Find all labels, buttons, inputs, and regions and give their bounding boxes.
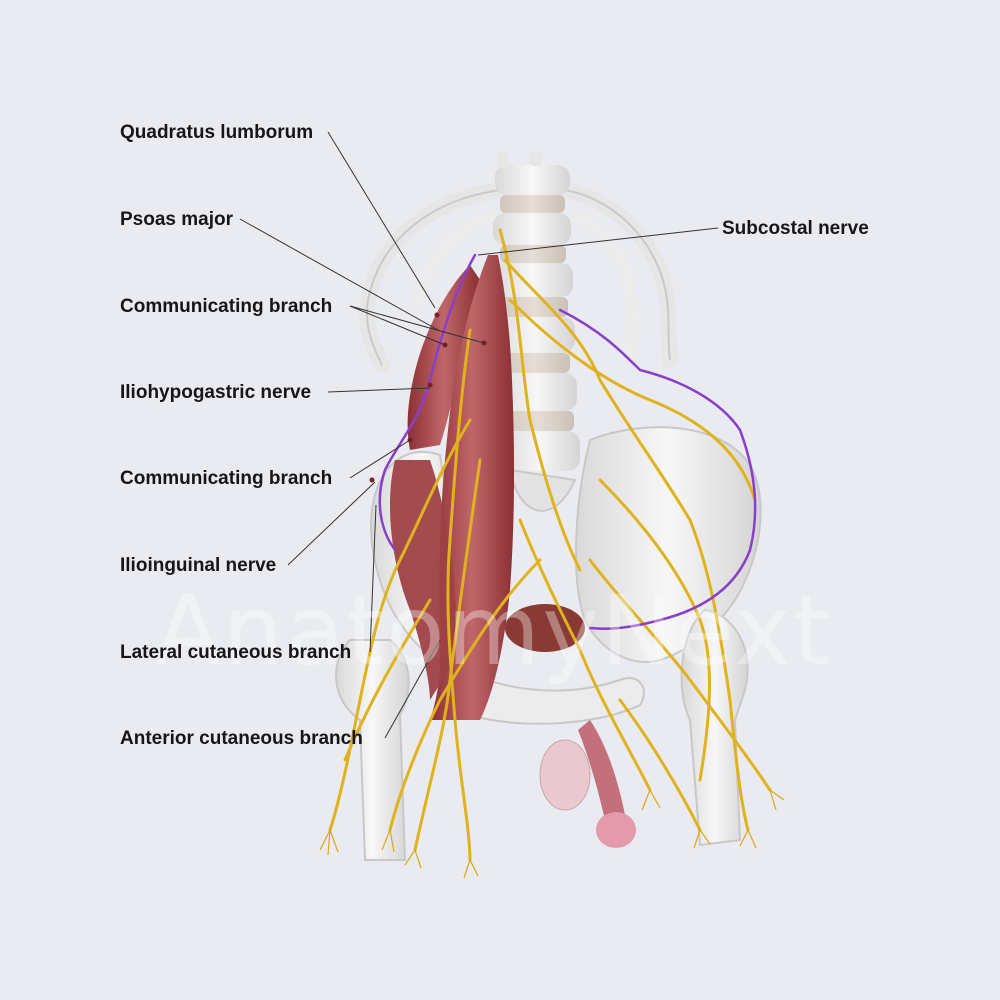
ribs (359, 182, 678, 373)
label-psoas-major: Psoas major (120, 209, 233, 230)
label-anterior-cutaneous-branch: Anterior cutaneous branch (120, 728, 363, 749)
label-subcostal-nerve: Subcostal nerve (722, 218, 869, 239)
external-genitalia (505, 604, 636, 848)
label-lateral-cutaneous-branch: Lateral cutaneous branch (120, 642, 352, 663)
label-communicating-branch-lower: Communicating branch (120, 468, 333, 489)
watermark: AnatomyNext (155, 575, 833, 687)
label-quadratus-lumborum: Quadratus lumborum (120, 122, 314, 143)
label-iliohypogastric-nerve: Iliohypogastric nerve (120, 382, 312, 403)
quadratus-lumborum-muscle (407, 265, 480, 450)
subcostal-nerve-path (378, 253, 757, 630)
leader-lines (239, 131, 719, 739)
label-communicating-branch-upper: Communicating branch (120, 296, 333, 317)
lumbar-plexus-nerves (328, 228, 772, 862)
label-ilioinguinal-nerve: Ilioinguinal nerve (120, 555, 277, 576)
fine-nerve-branches (319, 789, 785, 879)
